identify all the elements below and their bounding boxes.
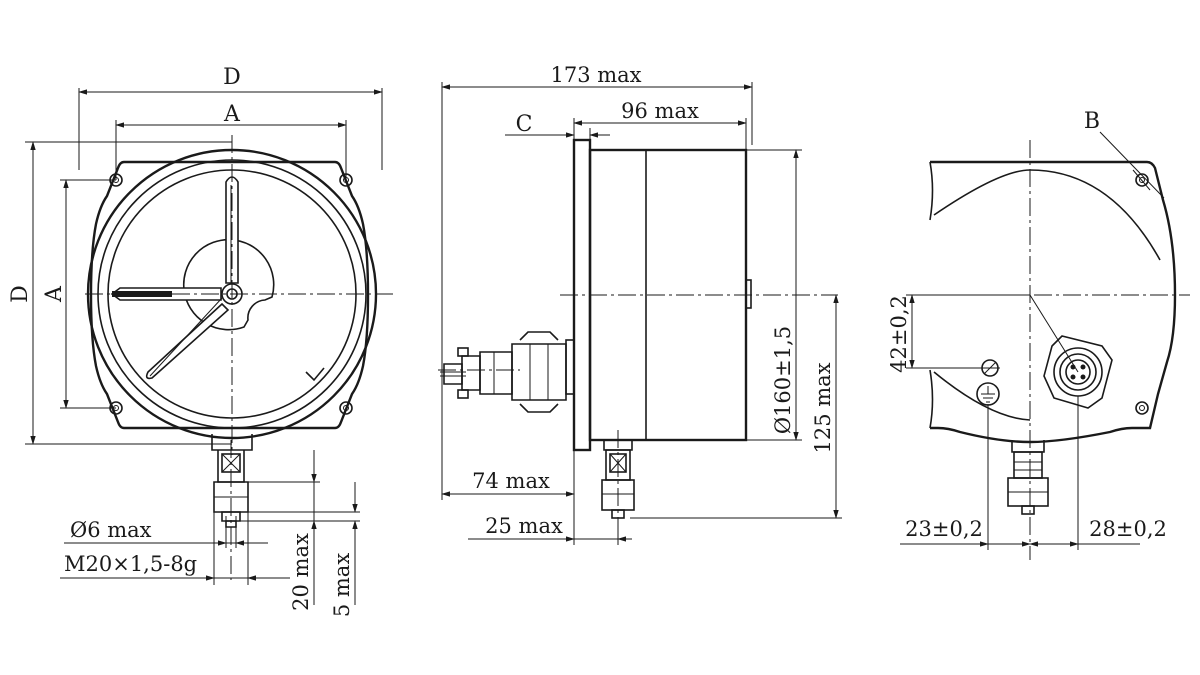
label-hole: B [1084,109,1100,134]
front-housing-outline [89,160,370,430]
side-dimensions: 173 max 96 max C Ø160±1,5 125 max 74 max… [441,63,842,545]
side-view [438,138,838,520]
label-a-left: A [42,285,67,303]
label-case-diameter: Ø160±1,5 [771,326,795,434]
label-d-left: D [8,285,33,303]
label-right-offset: 28±0,2 [1089,517,1167,541]
dial-scale-end [305,367,325,382]
label-connector-offset: 74 max [472,469,550,493]
rear-view [918,140,1190,560]
rear-fitting [1007,440,1049,515]
label-a-top: A [223,102,241,127]
label-len-5: 5 max [330,553,354,617]
rear-housing-outline [930,160,1177,444]
front-dimensions: D A D A Ø6 max M20×1,5-8g 20 max [8,65,383,617]
label-thread-dia: Ø6 max [70,518,152,542]
side-connector [440,331,575,413]
label-left-offset: 23±0,2 [905,517,983,541]
label-flange: C [516,112,533,137]
label-d-top: D [223,65,241,90]
label-vertical-offset: 42±0,2 [887,295,911,373]
rear-dimensions: B 42±0,2 23±0,2 28±0,2 [887,109,1167,550]
label-thread: M20×1,5-8g [64,552,197,576]
pointers [110,176,239,380]
label-len-20: 20 max [289,533,313,611]
label-case-depth: 96 max [621,99,699,123]
rear-connector [1029,294,1113,409]
label-fitting-offset: 25 max [485,514,563,538]
front-view [85,135,395,580]
label-height: 125 max [811,362,835,453]
side-fitting [601,440,635,519]
label-overall-depth: 173 max [550,63,641,87]
